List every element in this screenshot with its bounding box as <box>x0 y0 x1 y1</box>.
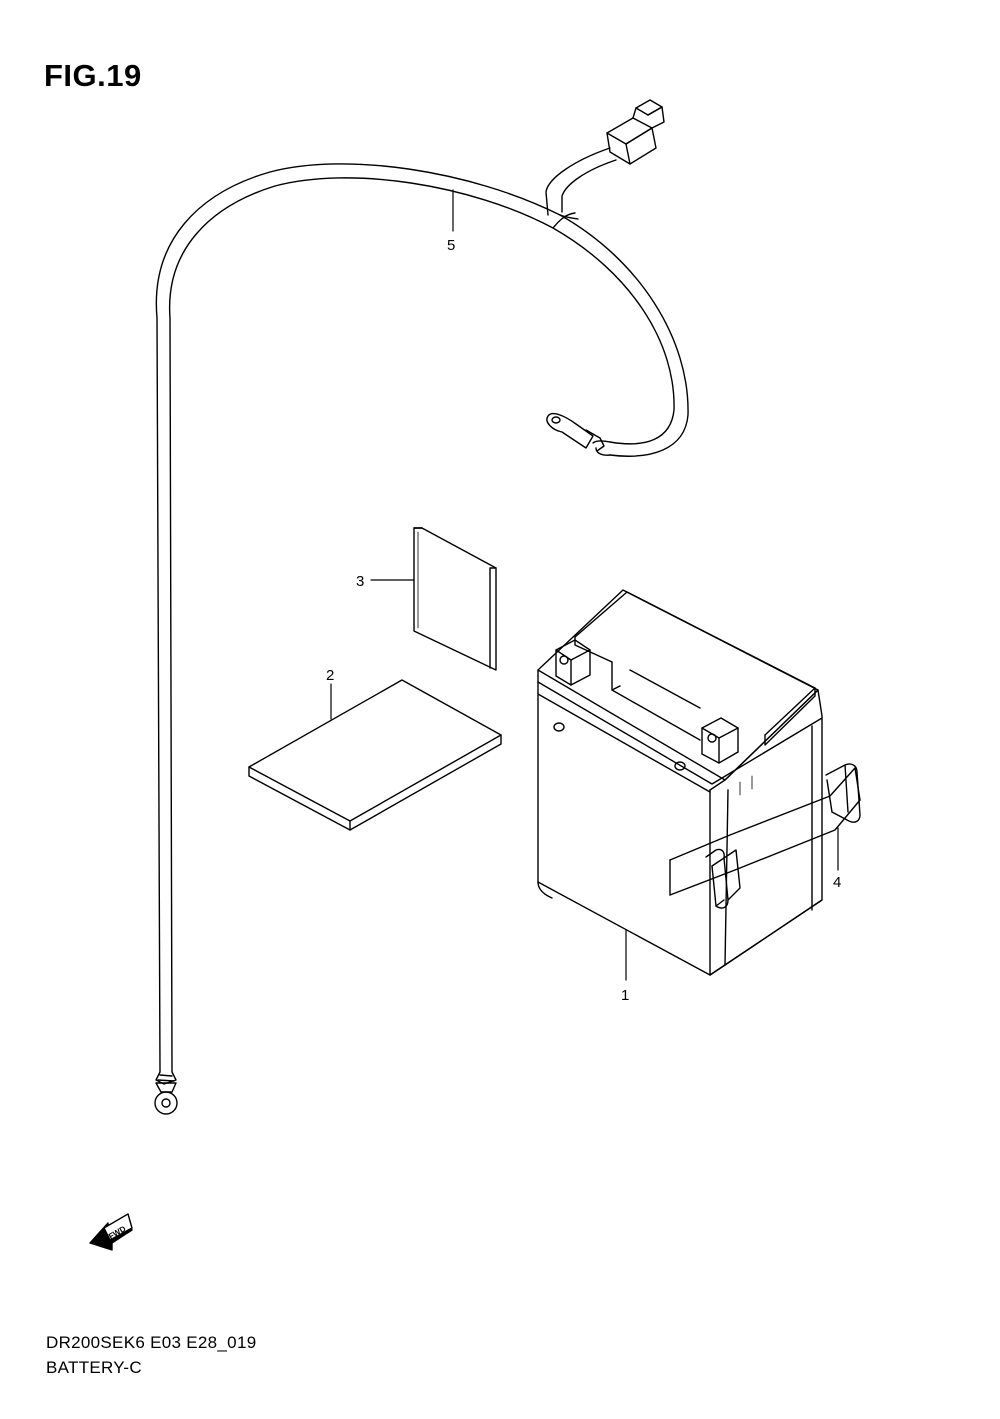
battery-cable-part[interactable] <box>154 99 689 1115</box>
fwd-arrow-icon: FWD <box>89 1213 133 1251</box>
callout-3: 3 <box>356 573 364 590</box>
battery-sheet-part[interactable] <box>248 679 502 831</box>
callout-2: 2 <box>326 667 334 684</box>
figure-title: FIG.19 <box>44 58 142 93</box>
leader-lines <box>330 189 839 981</box>
battery-strap-part[interactable] <box>669 763 861 909</box>
battery-pad-part[interactable] <box>413 527 497 671</box>
footer-model-code: DR200SEK6 E03 E28_019 <box>46 1333 257 1352</box>
callout-1: 1 <box>621 987 629 1004</box>
battery-part[interactable] <box>537 589 823 976</box>
footer-section-name: BATTERY-C <box>46 1358 142 1377</box>
callout-5: 5 <box>447 237 455 254</box>
callout-4: 4 <box>833 874 841 891</box>
